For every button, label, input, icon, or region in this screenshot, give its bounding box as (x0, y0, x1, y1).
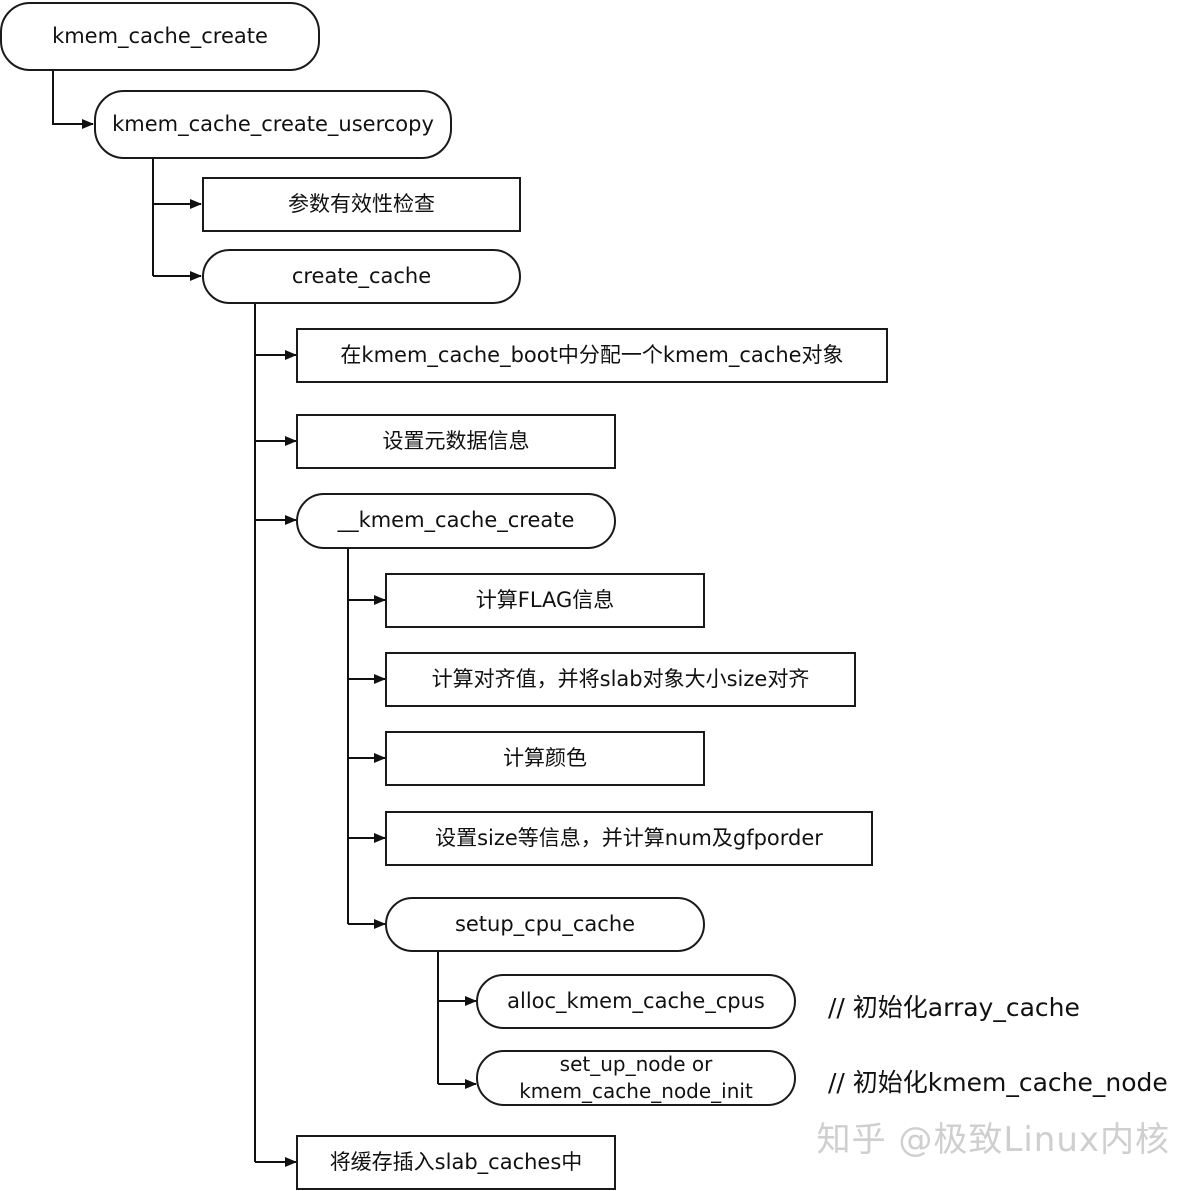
node-label: 在kmem_cache_boot中分配一个kmem_cache对象 (340, 342, 844, 367)
connector-create-to-usercopy (52, 70, 94, 129)
node-label: alloc_kmem_cache_cpus (507, 988, 765, 1013)
node-setup-cpu-cache: setup_cpu_cache (385, 897, 705, 952)
node-set-up-node: set_up_node or kmem_cache_node_init (476, 1050, 796, 1106)
node-label: 计算颜色 (503, 745, 587, 770)
node-calc-flag: 计算FLAG信息 (385, 573, 705, 628)
node-calc-color: 计算颜色 (385, 731, 705, 786)
node-label: kmem_cache_create (52, 23, 268, 48)
node-kmem-cache-create: kmem_cache_create (0, 2, 320, 71)
node-create-cache: create_cache (202, 249, 521, 304)
node-label: 设置size等信息，并计算num及gfporder (435, 825, 823, 850)
node-alloc-in-boot: 在kmem_cache_boot中分配一个kmem_cache对象 (296, 328, 888, 383)
node-kmem-cache-create-usercopy: kmem_cache_create_usercopy (94, 90, 452, 159)
node-label: 设置元数据信息 (382, 428, 530, 453)
node-label: 参数有效性检查 (288, 191, 435, 216)
node-label: kmem_cache_create_usercopy (112, 111, 434, 136)
node-param-check: 参数有效性检查 (202, 177, 521, 232)
node-alloc-kmem-cache-cpus: alloc_kmem_cache_cpus (476, 974, 796, 1029)
node-set-metadata: 设置元数据信息 (296, 414, 616, 469)
node-label: 计算对齐值，并将slab对象大小size对齐 (431, 666, 810, 691)
node-label: 计算FLAG信息 (475, 587, 615, 612)
watermark: 知乎 @极致Linux内核 (816, 1120, 1170, 1160)
node-label: 将缓存插入slab_caches中 (329, 1149, 583, 1174)
node-set-size: 设置size等信息，并计算num及gfporder (385, 811, 873, 866)
note-set-up-node: // 初始化kmem_cache_node (828, 1068, 1168, 1097)
node-label: __kmem_cache_create (337, 508, 575, 533)
node-label-line-1: set_up_node or (559, 1052, 713, 1076)
node-insert-slab-caches: 将缓存插入slab_caches中 (296, 1135, 616, 1190)
node-calc-align: 计算对齐值，并将slab对象大小size对齐 (385, 652, 856, 707)
node-label: setup_cpu_cache (454, 911, 636, 936)
node-inner-kmem-cache-create: __kmem_cache_create (296, 493, 616, 549)
node-label: create_cache (291, 263, 432, 288)
node-label-line-2: kmem_cache_node_init (519, 1079, 753, 1103)
note-alloc-cpus: // 初始化array_cache (828, 993, 1080, 1022)
